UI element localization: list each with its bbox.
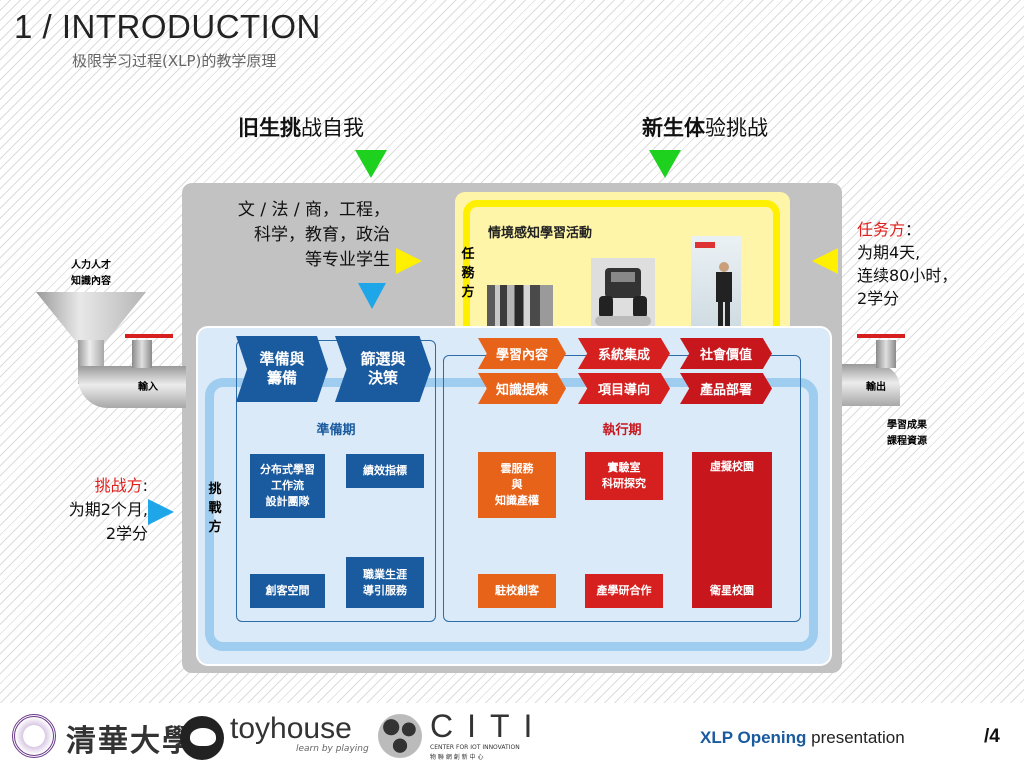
virtual-campus-label: 虛擬校園 [710, 460, 754, 473]
citi-subtitle-zh: 物 聯 網 創 新 中 心 [430, 754, 484, 761]
output-pipe-horizontal [842, 364, 900, 406]
blue-right-arrow-icon [148, 499, 174, 525]
prep-box-kpi: 績效指標 [346, 454, 424, 488]
exec-chevron-refine: 知識提煉 [478, 373, 566, 404]
yellow-left-arrow-icon [812, 248, 838, 274]
toyhouse-tagline: learn by playing [296, 744, 369, 754]
green-arrow-left-icon [355, 150, 387, 178]
blue-down-arrow-icon [358, 283, 386, 309]
task-duration-note: 任务方： 为期4天, 连续80小时， 2学分 [857, 220, 958, 308]
green-arrow-right-icon [649, 150, 681, 178]
prep-phase-label: 準備期 [316, 423, 356, 438]
citi-wordmark: CITI [430, 708, 547, 744]
slide-title: 1 / INTRODUCTION [14, 8, 321, 45]
input-valve-stem [132, 340, 152, 368]
input-pipe-horizontal [78, 366, 186, 408]
exec-box-industry: 產學研合作 [585, 574, 663, 608]
exec-chevron-value: 社會價值 [680, 338, 772, 369]
exec-box-campus: 虛擬校園 衛星校園 [692, 452, 772, 608]
robot-photo [591, 258, 655, 330]
page-number: /4 [984, 726, 1000, 747]
tsinghua-logo-text: 清華大學 [66, 724, 194, 759]
output-valve-stem [876, 340, 896, 368]
input-valve-handle-icon[interactable] [125, 334, 173, 338]
prep-chevron-prepare: 準備與籌備 [236, 336, 328, 402]
toyhouse-wordmark: toyhouse [230, 712, 352, 745]
citi-subtitle-en: CENTER FOR IOT INNOVATION [430, 744, 520, 751]
challenge-vertical-label: 挑戰方 [208, 482, 222, 535]
exec-box-cloud: 雲服務 與 知識產權 [478, 452, 556, 518]
exec-chevron-project: 項目導向 [578, 373, 670, 404]
citi-logo-icon [378, 714, 422, 758]
output-valve-label: 輸出 [866, 382, 886, 393]
slide-subtitle: 极限学习过程(XLP)的教学原理 [72, 52, 277, 70]
input-label: 人力人才知識內容 [71, 260, 111, 287]
footer [0, 703, 1024, 768]
exec-chevron-integration: 系統集成 [578, 338, 670, 369]
task-vertical-label: 任務方 [461, 247, 475, 300]
activity-title: 情境感知學習活動 [488, 226, 593, 241]
input-valve-label: 輸入 [138, 382, 158, 393]
prep-box-career: 職業生涯 導引服務 [346, 557, 424, 608]
exec-chevron-deploy: 產品部署 [680, 373, 772, 404]
new-students-heading: 新生体验挑战 [642, 116, 768, 140]
output-label: 學習成果課程資源 [887, 420, 927, 447]
satellite-campus-label: 衛星校園 [710, 584, 754, 597]
prep-box-maker-space: 創客空間 [250, 574, 325, 608]
presentation-photo [691, 236, 741, 330]
old-students-heading: 旧生挑战自我 [238, 116, 364, 140]
book-shelf-photo [487, 285, 553, 330]
exec-phase-label: 執行期 [602, 423, 642, 438]
footer-caption: XLP Opening presentation [700, 728, 905, 747]
student-majors: 文 / 法 / 商，工程， 科学，教育，政治 等专业学生 [237, 200, 390, 270]
prep-panel [236, 340, 436, 622]
challenger-duration-note: 挑战方: 为期2个月, 2学分 [68, 476, 148, 543]
toyhouse-logo-icon [180, 716, 224, 760]
prep-box-design-team: 分布式學習 工作流 設計團隊 [250, 454, 325, 518]
exec-box-resident-maker: 駐校創客 [478, 574, 556, 608]
yellow-arrow-icon [396, 248, 422, 274]
exec-chevron-content: 學習內容 [478, 338, 566, 369]
tsinghua-seal-icon [12, 714, 56, 758]
prep-chevron-select: 篩選與決策 [335, 336, 431, 402]
output-valve-handle-icon[interactable] [857, 334, 905, 338]
exec-box-lab: 實驗室 科研探究 [585, 452, 663, 500]
